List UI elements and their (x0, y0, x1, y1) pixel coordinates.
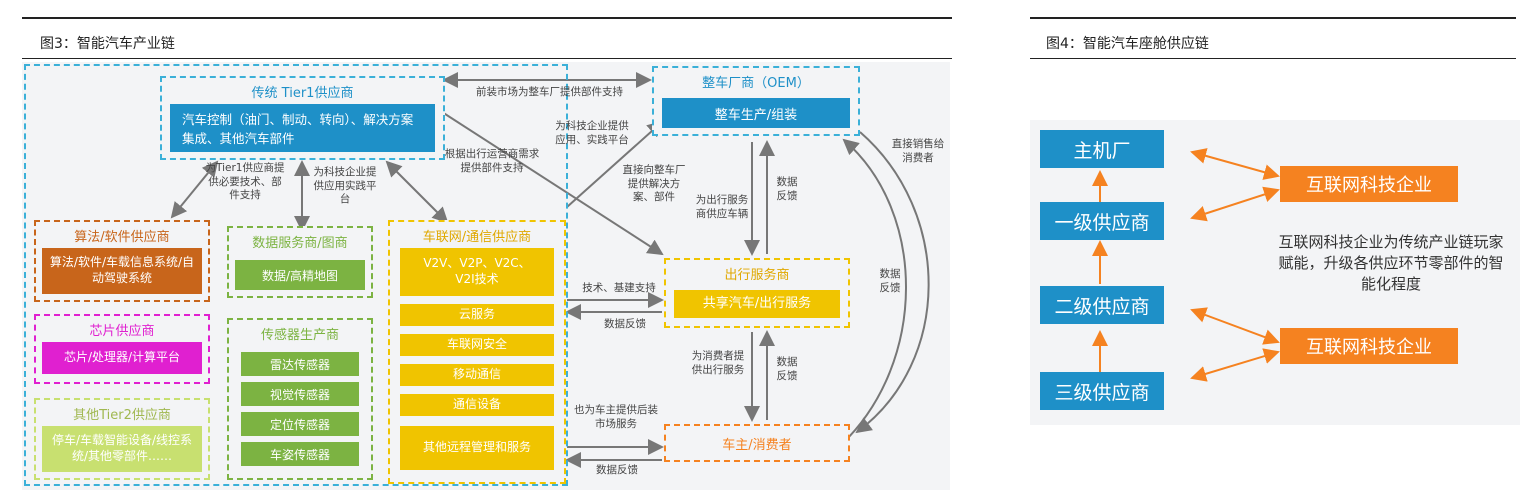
fig4-diagram: 主机厂 一级供应商 二级供应商 三级供应商 互联网科技企业 互联网科技企业为传统… (1030, 120, 1520, 425)
iov-item: 其他远程管理和服务 (400, 426, 554, 470)
fig4-top-rule (1030, 17, 1516, 19)
mobility-header: 出行服务商 (724, 268, 790, 283)
label-feedback-1: 数据反馈 (776, 176, 798, 202)
label-aftermarket: 也为车主提供后装市场服务 (574, 404, 658, 430)
label-front-market: 前装市场为整车厂提供部件支持 (476, 86, 623, 98)
iov-item: 车联网安全 (400, 334, 554, 356)
label-tech-platform: 为科技企业提供应用实践平台 (313, 166, 377, 206)
label-solution: 直接向整车厂提供解决方案、部件 (622, 164, 686, 204)
label-feedback-3: 数据反馈 (776, 356, 798, 382)
oem-body: 整车生产/组装 (662, 98, 850, 128)
fig4-title: 图4：智能汽车座舱供应链 (1046, 36, 1209, 52)
sensor-item: 车姿传感器 (241, 442, 359, 466)
label-feedback-5: 数据反馈 (879, 268, 901, 294)
label-direct-sale: 直接销售给消费者 (891, 138, 945, 164)
iov-item: V2V、V2P、V2C、V2I技术 (400, 248, 554, 296)
label-tech-company: 为科技企业提供应用、实践平台 (555, 120, 629, 146)
owner-header: 车主/消费者 (722, 438, 792, 453)
tier-box-tier2: 二级供应商 (1040, 286, 1164, 324)
internet-box-bottom: 互联网科技企业 (1280, 328, 1458, 364)
supplier-region (24, 64, 568, 486)
data-service-body: 数据/高精地图 (235, 260, 365, 290)
algo-header: 算法/软件供应商 (74, 230, 170, 245)
label-ops-demand: 根据出行运营商需求提供部件支持 (444, 148, 540, 174)
tier2-body: 停车/车载智能设备/线控系统/其他零部件…… (42, 426, 202, 472)
algo-body: 算法/软件/车载信息系统/自动驾驶系统 (42, 248, 202, 294)
tier-box-tier1: 一级供应商 (1040, 202, 1164, 240)
label-feedback-4: 数据反馈 (596, 464, 638, 476)
iov-item: 移动通信 (400, 364, 554, 386)
iov-header: 车联网/通信供应商 (422, 230, 532, 245)
label-mobility-vehicle: 为出行服务商供应车辆 (695, 194, 749, 220)
fig4-title-rule (1030, 58, 1516, 59)
iov-item: 通信设备 (400, 394, 554, 416)
sensor-item: 雷达传感器 (241, 352, 359, 376)
mobility-body: 共享汽车/出行服务 (674, 290, 840, 318)
label-tier1-support: 为Tier1供应商提供必要技术、部件支持 (205, 162, 285, 202)
data-service-header: 数据服务商/图商 (252, 236, 348, 251)
chip-header: 芯片供应商 (89, 324, 155, 339)
fig3-top-rule (22, 17, 952, 19)
owner-group (664, 424, 850, 462)
label-consumer-service: 为消费者提供出行服务 (691, 350, 745, 376)
sensor-header: 传感器生产商 (260, 328, 339, 343)
sensor-item: 视觉传感器 (241, 382, 359, 406)
tier1-body: 汽车控制（油门、制动、转向）、解决方案集成、其他汽车部件 (170, 104, 435, 152)
tier1-header: 传统 Tier1供应商 (251, 86, 354, 101)
fig3-title: 图3：智能汽车产业链 (40, 36, 175, 52)
fig4-connectors (1092, 148, 1280, 382)
fig3-title-rule (22, 58, 952, 59)
tier-box-tier3: 三级供应商 (1040, 372, 1164, 410)
internet-description: 互联网科技企业为传统产业链玩家赋能，升级各供应环节零部件的智能化程度 (1278, 233, 1504, 293)
fig3-connectors (170, 72, 930, 468)
iov-item: 云服务 (400, 304, 554, 326)
fig3-diagram: 传统 Tier1供应商 汽车控制（油门、制动、转向）、解决方案集成、其他汽车部件… (22, 62, 950, 490)
label-feedback-2: 数据反馈 (604, 318, 646, 330)
tier-box-oem: 主机厂 (1040, 130, 1164, 168)
sensor-item: 定位传感器 (241, 412, 359, 436)
chip-body: 芯片/处理器/计算平台 (42, 342, 202, 374)
internet-box-top: 互联网科技企业 (1280, 166, 1458, 202)
oem-header: 整车厂商（OEM） (702, 76, 810, 91)
tier2-header: 其他Tier2供应商 (73, 408, 171, 423)
label-tech-infra: 技术、基建支持 (582, 282, 656, 294)
